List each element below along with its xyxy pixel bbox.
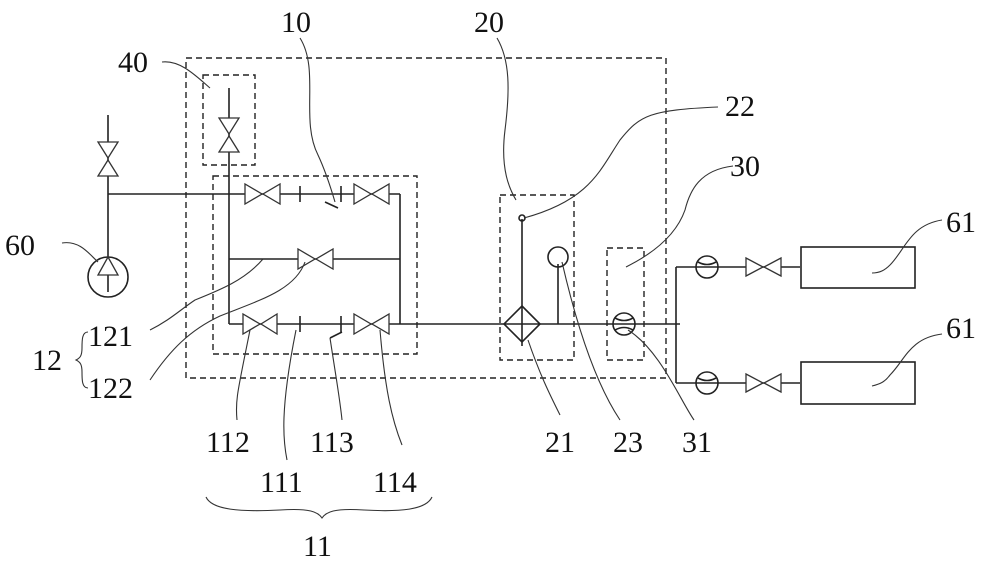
leader-112 [235, 329, 251, 421]
leader-61-upper [871, 219, 943, 274]
leader-21 [527, 339, 561, 416]
leader-61-lower [871, 333, 943, 387]
top-branch-tap [324, 201, 339, 209]
module-20-box [499, 194, 575, 361]
label-20: 20 [474, 6, 504, 39]
brace-11 [205, 496, 433, 519]
lower-flowmeter-icon [695, 371, 719, 395]
label-61-upper: 61 [946, 206, 976, 239]
leader-111 [283, 329, 297, 461]
top-valve-left-icon [244, 182, 281, 206]
module-30-box [606, 247, 645, 361]
supply-valve-icon [96, 141, 120, 177]
leader-20 [496, 37, 517, 201]
consumer-61-upper [800, 246, 916, 289]
label-111: 111 [260, 466, 303, 499]
leader-30 [625, 165, 734, 268]
label-21: 21 [545, 426, 575, 459]
upper-branch-valve-icon [745, 256, 782, 278]
valve-112-icon [242, 312, 278, 336]
leader-60 [61, 242, 99, 263]
leader-113 [329, 337, 343, 421]
label-121: 121 [88, 320, 133, 353]
upper-flowmeter-icon [695, 255, 719, 279]
gauge-23-icon [547, 246, 569, 268]
leader-122 [149, 261, 306, 381]
consumer-61-lower [800, 361, 916, 405]
vent-valve-40-icon [217, 117, 241, 153]
label-61-lower: 61 [946, 312, 976, 345]
brace-12 [74, 331, 89, 389]
label-22: 22 [725, 90, 755, 123]
label-113: 113 [310, 426, 354, 459]
module-40-box [202, 74, 256, 166]
lower-branch-valve-icon [745, 372, 782, 394]
label-31: 31 [682, 426, 712, 459]
leader-31 [627, 329, 695, 421]
leader-10 [299, 37, 336, 203]
label-112: 112 [206, 426, 250, 459]
flowmeter-31-icon [612, 312, 636, 336]
pump-60-icon [87, 255, 129, 298]
label-11: 11 [303, 530, 332, 563]
tap-113 [329, 331, 343, 339]
bypass-valve-122-icon [297, 247, 334, 271]
module-10-box [212, 175, 418, 355]
outer-system-box [185, 57, 667, 379]
leader-114 [379, 329, 403, 446]
label-23: 23 [613, 426, 643, 459]
label-12: 12 [32, 344, 62, 377]
filter-21-icon [502, 304, 542, 344]
leader-22 [523, 106, 719, 219]
label-10: 10 [281, 6, 311, 39]
label-122: 122 [88, 372, 133, 405]
label-60: 60 [5, 229, 35, 262]
label-114: 114 [373, 466, 417, 499]
label-40: 40 [118, 46, 148, 79]
leader-40 [161, 61, 211, 89]
leader-121 [149, 258, 264, 331]
top-valve-right-icon [353, 182, 390, 206]
label-30: 30 [730, 150, 760, 183]
valve-114-icon [353, 312, 390, 336]
leader-23 [561, 261, 621, 421]
